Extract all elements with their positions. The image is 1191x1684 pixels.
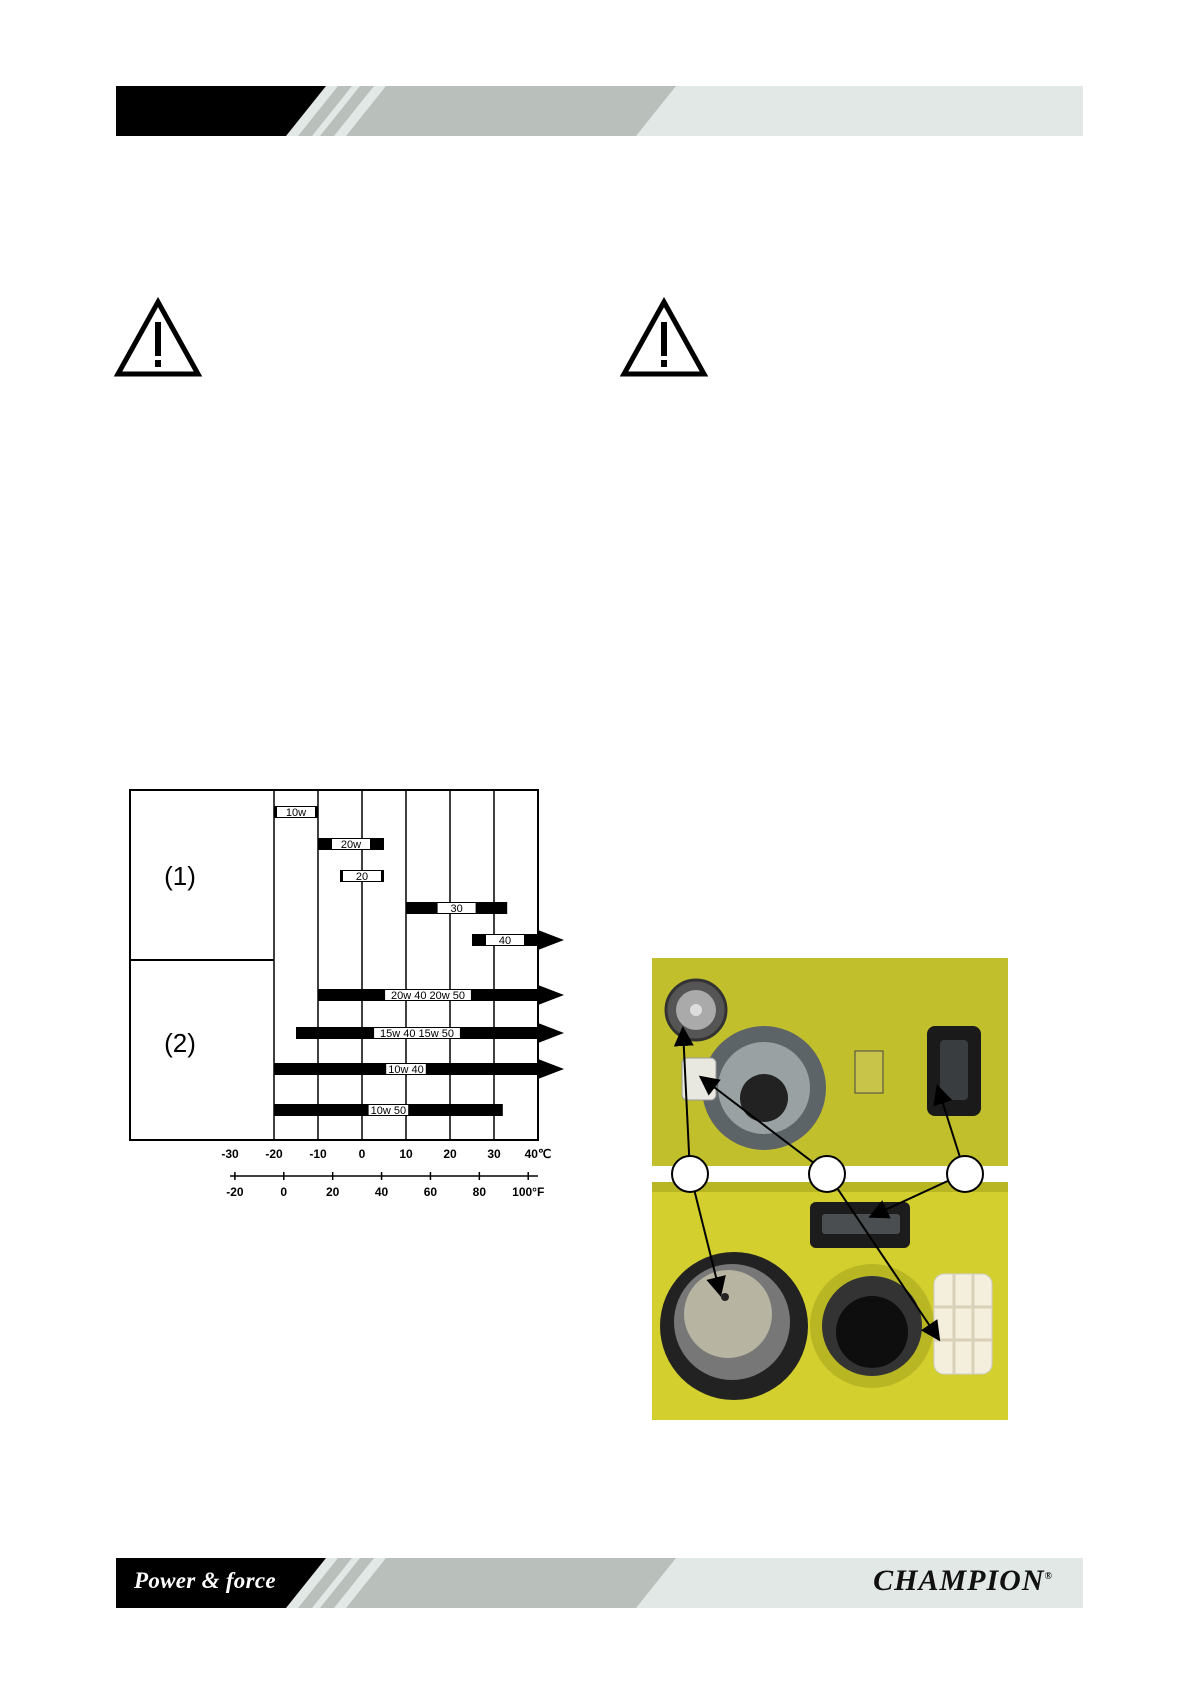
oil-bar-label-box bbox=[386, 1064, 426, 1074]
celsius-tick: 10 bbox=[399, 1147, 413, 1161]
oil-bar-label-box bbox=[277, 807, 315, 817]
group-label-1: (1) bbox=[164, 861, 196, 891]
brand-name: CHAMPION bbox=[873, 1564, 1045, 1597]
group-label-2: (2) bbox=[164, 1028, 196, 1058]
fahrenheit-tick: -20 bbox=[226, 1185, 244, 1199]
celsius-tick: -20 bbox=[265, 1147, 283, 1161]
oil-bar-label: 15w 40 15w 50 bbox=[380, 1028, 454, 1040]
celsius-tick: 0 bbox=[359, 1147, 366, 1161]
oil-bar-label: 10w 40 bbox=[388, 1064, 423, 1076]
oil-bar-label: 20 bbox=[356, 871, 368, 883]
oil-bar-label-box bbox=[332, 839, 370, 849]
oil-bar-arrow bbox=[538, 1059, 564, 1079]
celsius-tick: -30 bbox=[221, 1147, 239, 1161]
warning-triangle-icon bbox=[619, 296, 709, 377]
oil-bar-label: 10w bbox=[286, 807, 306, 819]
brand-trademark: ® bbox=[1044, 1571, 1053, 1582]
fahrenheit-tick: 40 bbox=[375, 1185, 389, 1199]
oil-bar-label: 10w 50 bbox=[371, 1105, 406, 1117]
celsius-tick: 30 bbox=[487, 1147, 501, 1161]
generator-photo bbox=[652, 958, 1008, 1420]
celsius-tick: -10 bbox=[309, 1147, 327, 1161]
brand-logo: CHAMPION® bbox=[873, 1564, 1053, 1598]
fahrenheit-tick: 0 bbox=[280, 1185, 287, 1199]
oil-viscosity-chart: (1) (2) 10w 20w 20 30 40 20w 40 20w 50 15w 40 1… bbox=[129, 789, 564, 1199]
oil-bar-label-box bbox=[343, 871, 381, 881]
header-band-graphic bbox=[116, 86, 1083, 136]
oil-bar-label: 20w bbox=[341, 839, 361, 851]
chart-frame bbox=[129, 789, 539, 1141]
oil-bar-label: 30 bbox=[450, 903, 462, 915]
callout-1 bbox=[671, 1155, 709, 1193]
oil-bar-label-box bbox=[385, 990, 471, 1000]
footer-band-graphic bbox=[116, 1558, 1083, 1608]
oil-bar-label-box bbox=[368, 1105, 409, 1115]
fahrenheit-tick: 20 bbox=[326, 1185, 340, 1199]
fahrenheit-tick: 80 bbox=[473, 1185, 487, 1199]
oil-bar-label-box bbox=[437, 903, 476, 913]
oil-bar-label-box bbox=[486, 935, 524, 945]
oil-bar-label-box bbox=[374, 1028, 460, 1038]
oil-bar-label: 20w 40 20w 50 bbox=[391, 990, 465, 1002]
photo-top-panel bbox=[652, 958, 1008, 1166]
oil-bar-arrow bbox=[538, 985, 564, 1005]
footer-slogan: Power & force bbox=[134, 1568, 276, 1593]
callout-2 bbox=[808, 1155, 846, 1193]
oil-bar-label: 40 bbox=[499, 935, 511, 947]
photo-callout-overlay bbox=[671, 1026, 984, 1342]
warning-triangle-icon bbox=[113, 296, 203, 377]
photo-bottom-panel bbox=[652, 1182, 1008, 1420]
fahrenheit-tick: 60 bbox=[424, 1185, 438, 1199]
oil-bar-arrow bbox=[538, 930, 564, 950]
celsius-tick: 40℃ bbox=[525, 1147, 552, 1161]
fahrenheit-tick: 100°F bbox=[512, 1185, 544, 1199]
footer-band: Power & force CHAMPION® bbox=[116, 1558, 1083, 1608]
oil-bar-arrow bbox=[538, 1023, 564, 1043]
callout-3 bbox=[946, 1155, 984, 1193]
celsius-tick: 20 bbox=[443, 1147, 457, 1161]
header-band bbox=[116, 86, 1083, 136]
